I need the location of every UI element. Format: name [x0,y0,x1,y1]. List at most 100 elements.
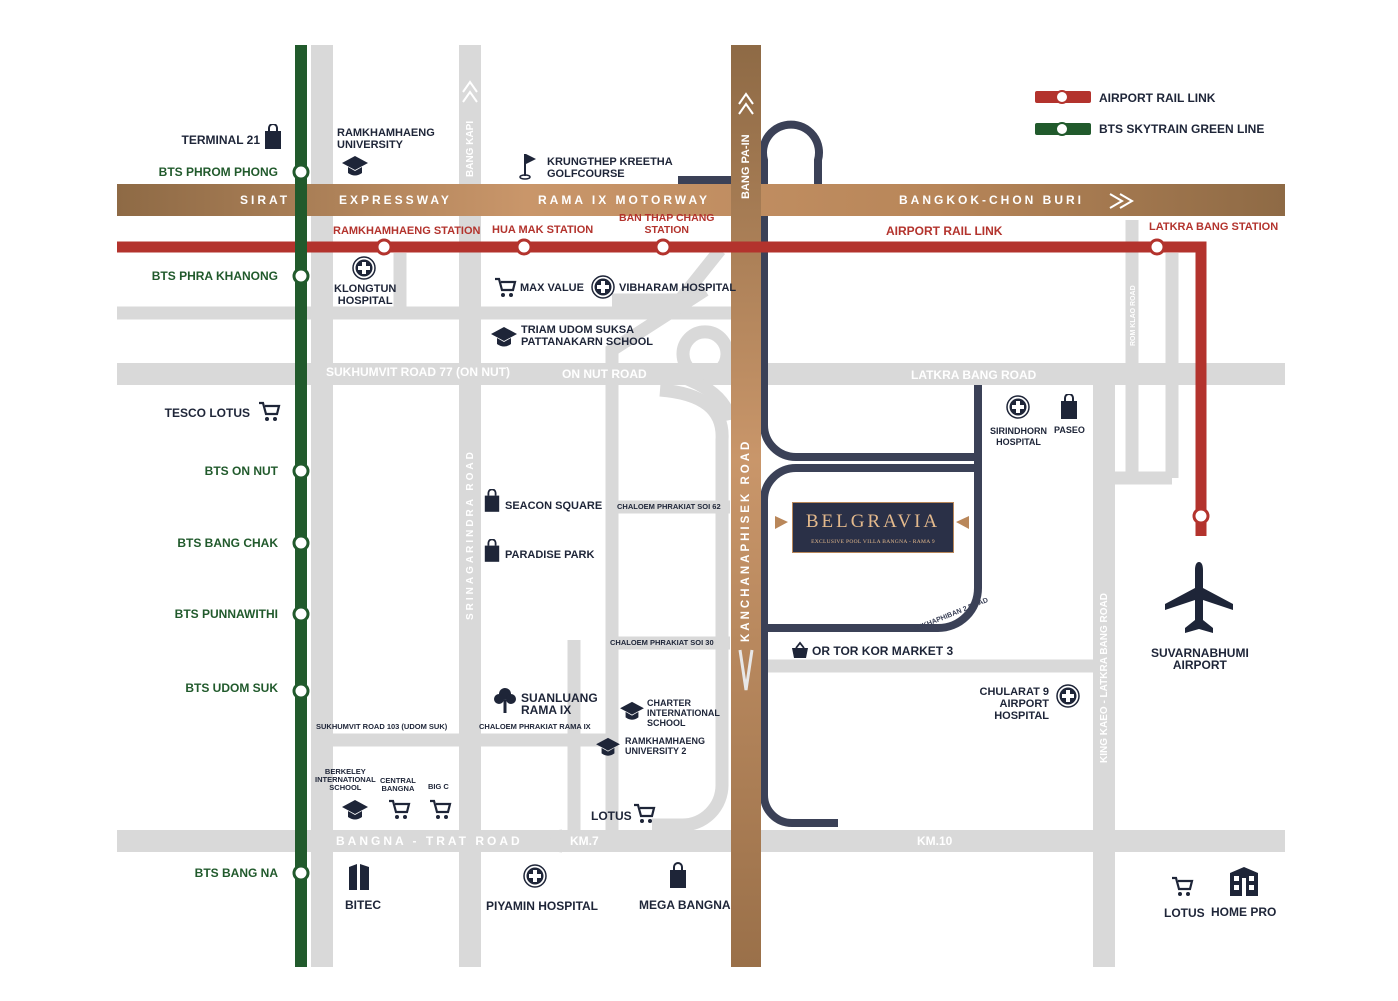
place-krungthep-golf: KRUNGTHEP KREETHA GOLFCOURSE [547,156,673,180]
place-max-value: MAX VALUE [520,282,584,294]
road-label-rom-klao: ROM KLAO ROAD [1130,285,1137,346]
road-label-sirat: SIRAT [240,193,291,207]
place-central-bangna: CENTRAL BANGNA [380,776,416,793]
airplane-icon [1163,560,1235,636]
place-berkeley-school: BERKELEY INTERNATIONAL SCHOOL [315,767,376,792]
building-icon [347,863,371,891]
place-suanluang: SUANLUANG RAMA IX [521,691,598,717]
place-charter-school: CHARTER INTERNATIONAL SCHOOL [647,698,720,728]
road-label-bang-pa-in: BANG PA-IN [740,134,752,199]
project-tagline: EXCLUSIVE POOL VILLA BANGNA - RAMA 9 [811,539,935,545]
rail-station-latkra-bang: LATKRA BANG STATION [1149,221,1279,233]
shopping-cart-icon [387,797,411,821]
shopping-cart-icon [493,275,517,299]
shopping-bag-icon [668,862,688,890]
legend-bts-swatch [1035,122,1091,136]
place-klongtun-hospital: KLONGTUN HOSPITAL [334,283,397,307]
on-nut-loop [676,325,737,422]
rail-station-ramkhamhaeng: RAMKHAMHAENG STATION [333,225,481,237]
legend-airport-rail-swatch [1035,90,1091,104]
graduation-cap-icon [490,325,518,349]
road-label-bangna-trat: BANGNA - TRAT ROAD [336,834,523,848]
road-label-bangkok-chonburi: BANGKOK-CHON BURI [899,193,1084,207]
tree-icon [494,686,516,714]
legend-airport-rail-label: AIRPORT RAIL LINK [1099,91,1216,105]
road-label-king-kaeo: KING KAEO - LATKRA BANG ROAD [1099,593,1110,763]
place-lotus-bangna: LOTUS [591,809,632,823]
place-terminal21: TERMINAL 21 [181,133,260,147]
bts-stations [292,163,310,882]
graduation-cap-icon [619,700,645,722]
bts-station-udom-suk: BTS UDOM SUK [185,681,278,695]
shopping-cart-icon [1170,874,1194,898]
golf-flag-icon [519,152,539,180]
motorway-rama9 [117,184,1285,216]
place-seacon-square: SEACON SQUARE [505,500,603,512]
bts-station-phra-khanong: BTS PHRA KHANONG [151,269,278,283]
place-ramkhamhaeng-uni: RAMKHAMHAENG UNIVERSITY [337,127,435,151]
place-chularat-hospital: CHULARAT 9 AIRPORT HOSPITAL [979,686,1049,722]
hospital-cross-icon [352,256,376,280]
road-label-srinagarindra: SRINAGARINDRA ROAD [465,449,476,620]
legend-bts-label: BTS SKYTRAIN GREEN LINE [1099,122,1265,136]
shopping-bag-icon [483,489,501,513]
place-sirindhorn-hospital: SIRINDHORN HOSPITAL [990,426,1048,447]
road-label-soi30: CHALOEM PHRAKIAT SOI 30 [610,638,714,647]
rail-station-hua-mak: HUA MAK STATION [492,224,594,236]
place-vibharam-hospital: VIBHARAM HOSPITAL [619,282,737,294]
place-bitec: BITEC [345,898,381,912]
place-paseo: PASEO [1054,425,1085,435]
road-label-sukhumvit-103: SUKHUMVIT ROAD 103 (UDOM SUK) [316,722,448,731]
motorway-kanchanaphisek [731,45,761,967]
home-store-icon [1228,866,1260,898]
place-mega-bangna: MEGA BANGNA [639,898,731,912]
road-label-chaloem-rama9: CHALOEM PHRAKIAT RAMA IX [479,722,591,731]
road-label-sukhumvit-77: SUKHUMVIT ROAD 77 (ON NUT) [326,365,511,379]
place-triam-udom: TRIAM UDOM SUKSA PATTANAKARN SCHOOL [521,324,653,348]
road-label-rama9: RAMA IX MOTORWAY [538,193,711,207]
place-big-c: BIG C [428,782,449,791]
road-label-bang-kapi: BANG KAPI [465,120,476,177]
shopping-cart-icon [632,801,656,825]
place-or-tor-kor: OR TOR KOR MARKET 3 [812,644,954,658]
bts-station-bang-na: BTS BANG NA [194,866,278,880]
shopping-bag-icon [1059,394,1079,420]
place-piyamin-hospital: PIYAMIN HOSPITAL [486,899,599,913]
bts-station-on-nut: BTS ON NUT [204,464,278,478]
road-label-expressway: EXPRESSWAY [339,193,452,207]
hospital-cross-icon [591,275,615,299]
rail-line-label: AIRPORT RAIL LINK [886,224,1003,238]
graduation-cap-icon [595,736,621,758]
place-suvarnabhumi: SUVARNABHUMI AIRPORT [1151,646,1249,672]
road-label-kanchanaphisek: KANCHANAPHISEK ROAD [740,438,752,642]
bts-station-phrom-phong: BTS PHROM PHONG [158,165,278,179]
road-label-on-nut: ON NUT ROAD [562,367,647,381]
project-name: BELGRAVIA [805,511,941,532]
dark-roads [678,120,982,827]
bts-station-bang-chak: BTS BANG CHAK [177,536,278,550]
place-home-pro: HOME PRO [1211,905,1277,919]
bts-green-line [295,45,307,967]
shopping-cart-icon [428,797,452,821]
shopping-bag-icon [263,124,283,150]
place-tesco-lotus: TESCO LOTUS [164,406,250,420]
road-label-soi62: CHALOEM PHRAKIAT SOI 62 [617,502,721,511]
place-paradise-park: PARADISE PARK [505,549,595,561]
place-ramkhamhaeng-uni2: RAMKHAMHAENG UNIVERSITY 2 [625,736,705,756]
project-belgravia-marker: BELGRAVIA EXCLUSIVE POOL VILLA BANGNA - … [792,502,954,553]
rail-station-ban-thap-chang: BAN THAP CHANG STATION [619,212,715,236]
graduation-cap-icon [341,798,369,822]
hospital-cross-icon [523,864,547,888]
shopping-cart-icon [257,399,281,423]
airport-rail-line [117,241,1207,536]
road-label-latkra-bang: LATKRA BANG ROAD [911,368,1037,382]
graduation-cap-icon [341,154,369,178]
bts-station-punnawithi: BTS PUNNAWITHI [174,607,278,621]
hospital-cross-icon [1056,684,1080,708]
road-label-km7: KM.7 [570,834,599,848]
rail-stations [375,238,1210,525]
road-label-km10: KM.10 [917,834,953,848]
shopping-bag-icon [483,539,501,563]
